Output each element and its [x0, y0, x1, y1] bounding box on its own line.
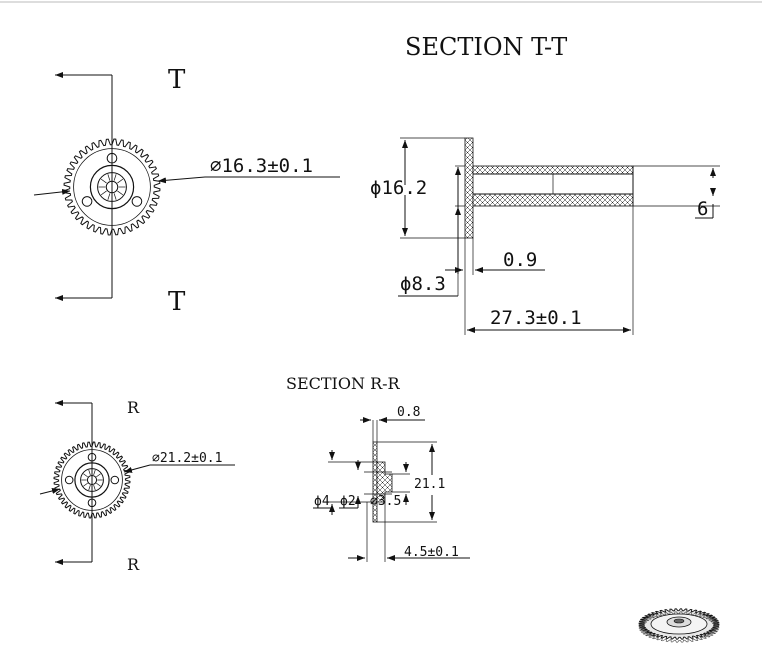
gear-hub-inner: [97, 172, 127, 202]
gear-teeth: [53, 441, 131, 519]
gear-spline: [83, 473, 88, 478]
gear-teeth: [63, 138, 161, 236]
gear-hole: [87, 452, 97, 462]
gear-bore: [105, 180, 119, 194]
gear-spline: [107, 193, 111, 200]
gear-isometric-view: [638, 608, 720, 643]
gear-spline: [107, 174, 111, 181]
gear-spline: [117, 178, 124, 184]
gear-hole: [64, 475, 74, 485]
gear-spline: [88, 484, 91, 491]
gear-spline: [96, 473, 101, 478]
cut-mark-r-top: R: [127, 398, 140, 417]
dim-dia-21-2: ∅21.2±0.1: [152, 451, 222, 466]
gear-hub-outer: [89, 164, 135, 210]
gear-hole: [81, 196, 93, 207]
iso-gear-bore: [673, 618, 685, 624]
cut-mark-t-top: T: [168, 65, 186, 95]
gear-hole: [106, 152, 118, 164]
gear-spline: [88, 469, 91, 476]
gear-spline: [100, 190, 107, 196]
gear-spline: [96, 482, 101, 487]
gear-spline: [113, 193, 117, 200]
dim-dia-8-3: ϕ8.3: [400, 273, 446, 295]
gear-rim: [73, 148, 151, 226]
gear-spline: [117, 190, 124, 196]
gear-rr-front-view: [39, 400, 235, 565]
dim-thickness-0-8: 0.8: [397, 405, 420, 420]
gear-hole: [110, 475, 120, 485]
cut-mark-t-bottom: T: [168, 287, 186, 317]
dim-flange-0-9: 0.9: [503, 249, 537, 271]
gear-tt-front-view: [33, 72, 340, 301]
section-rr-title: SECTION R-R: [286, 374, 401, 393]
dim-height-21-1: 21.1: [414, 477, 445, 492]
gear-hole: [87, 498, 97, 508]
dim-dia-16-3: ∅16.3±0.1: [210, 155, 313, 177]
dim-length-4-5: 4.5±0.1: [404, 545, 459, 560]
iso-gear-teeth-back: [638, 611, 720, 643]
dim-dia-16-2: ϕ16.2: [370, 177, 427, 199]
gear-rim: [61, 449, 123, 511]
dim-shaft-6: 6: [697, 198, 708, 220]
gear-spline: [83, 482, 88, 487]
section-rr-profile: [313, 417, 470, 562]
section-tt-title: SECTION T-T: [405, 33, 567, 61]
gear-hub-outer: [74, 462, 110, 498]
gear-spline: [100, 178, 107, 184]
gear-spline: [93, 484, 96, 491]
dim-length-27-3: 27.3±0.1: [490, 307, 582, 329]
dim-dia-3-5: ∅3.5: [370, 494, 401, 509]
section-tt-profile: [398, 137, 720, 335]
dim-dia-2: ϕ2: [340, 494, 356, 509]
gear-hole: [131, 196, 143, 207]
gear-bore: [86, 474, 98, 486]
dim-dia-4: ϕ4: [314, 494, 330, 509]
gear-spline: [93, 469, 96, 476]
gear-spline: [113, 174, 117, 181]
cut-mark-r-bottom: R: [127, 555, 140, 574]
gear-hub-inner: [80, 468, 104, 492]
